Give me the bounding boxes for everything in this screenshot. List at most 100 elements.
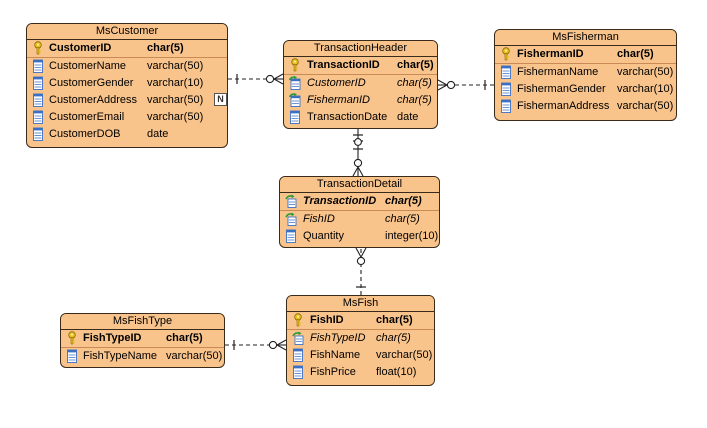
nullable-badge: N xyxy=(214,93,227,106)
column-name: CustomerName xyxy=(49,60,127,72)
column-name: FishID xyxy=(310,314,344,326)
foreign-key-column-icon xyxy=(288,92,301,107)
column-type: date xyxy=(397,111,419,123)
entity-title: TransactionHeader xyxy=(284,41,437,57)
entity-title: MsFishType xyxy=(61,314,224,330)
column-name: CustomerID xyxy=(307,77,366,89)
column-type: char(5) xyxy=(617,48,654,60)
relationship-transaction-header-transaction-detail-zero-circle-src xyxy=(354,138,362,146)
column-name: FishName xyxy=(310,349,361,361)
column-icon xyxy=(500,65,512,79)
relationship-ms-fisherman-transaction-header-crowfoot-upper xyxy=(437,79,448,86)
relationship-ms-fish-transaction-detail-crowfoot-left xyxy=(355,247,362,258)
relationship-ms-fish-type-ms-fish-crowfoot-lower xyxy=(276,344,287,351)
relationship-ms-customer-transaction-header-zero-circle xyxy=(265,74,275,84)
column-type: varchar(50) xyxy=(617,66,674,78)
column-row-fisherman-name[interactable]: FishermanName varchar(50) xyxy=(495,64,676,81)
column-row-fish-id[interactable]: FishID char(5) xyxy=(287,312,434,330)
entity-title: MsFisherman xyxy=(495,30,676,46)
column-type: date xyxy=(147,128,169,140)
column-type: char(5) xyxy=(147,42,184,54)
column-name: FishTypeID xyxy=(83,332,142,344)
column-icon xyxy=(32,59,44,73)
column-type: char(5) xyxy=(376,314,413,326)
column-type: varchar(50) xyxy=(166,350,223,362)
column-type: char(5) xyxy=(385,213,420,225)
foreign-key-icon xyxy=(285,212,297,226)
column-icon xyxy=(292,365,304,379)
column-type: char(5) xyxy=(397,59,434,71)
column-row-fish-type-name[interactable]: FishTypeName varchar(50) xyxy=(61,348,224,365)
entity-title: TransactionDetail xyxy=(280,177,439,193)
column-row-customer-email[interactable]: CustomerEmail varchar(50) xyxy=(27,109,227,126)
column-name: CustomerAddress xyxy=(49,94,138,106)
column-row-fish-type-id[interactable]: FishTypeID char(5) xyxy=(61,330,224,348)
column-icon xyxy=(285,229,297,243)
column-type: float(10) xyxy=(376,366,417,378)
column-type: char(5) xyxy=(166,332,203,344)
column-row-fisherman-id[interactable]: FishermanID char(5) xyxy=(284,92,437,109)
column-row-customer-name[interactable]: CustomerName varchar(50) xyxy=(27,58,227,75)
column-name: CustomerEmail xyxy=(49,111,125,123)
column-name: FishermanName xyxy=(517,66,599,78)
column-type: varchar(10) xyxy=(617,83,674,95)
column-type: varchar(50) xyxy=(147,60,204,72)
key-icon xyxy=(292,313,304,327)
column-row-fisherman-id[interactable]: FishermanID char(5) xyxy=(495,46,676,64)
column-name: CustomerGender xyxy=(49,77,134,89)
relationship-ms-fish-transaction-detail-crowfoot-right xyxy=(360,247,367,258)
relationship-ms-fisherman-transaction-header-crowfoot-lower xyxy=(437,84,448,91)
relationship-transaction-header-transaction-detail-zero-circle xyxy=(353,158,363,168)
column-icon xyxy=(500,99,512,113)
relationship-ms-fish-transaction-detail-zero-circle xyxy=(356,256,366,266)
entity-title: MsCustomer xyxy=(27,24,227,40)
column-name: FishermanID xyxy=(517,48,584,60)
column-name: TransactionDate xyxy=(307,111,388,123)
column-type: char(5) xyxy=(385,195,422,207)
column-row-transaction-date[interactable]: TransactionDate date xyxy=(284,109,437,126)
column-name: CustomerID xyxy=(49,42,112,54)
column-name: FishermanID xyxy=(307,94,370,106)
relationship-ms-customer-transaction-header-crowfoot-lower xyxy=(273,78,284,85)
key-icon xyxy=(32,41,44,55)
relationship-transaction-header-transaction-detail-crowfoot-right xyxy=(357,166,364,177)
column-type: varchar(50) xyxy=(147,111,204,123)
key-icon xyxy=(500,47,512,61)
column-name: FishTypeID xyxy=(310,332,366,344)
column-type: char(5) xyxy=(397,94,432,106)
key-icon xyxy=(289,58,301,72)
column-name: FishTypeName xyxy=(83,350,157,362)
column-icon xyxy=(32,93,44,107)
relationship-ms-fish-type-ms-fish-crowfoot-upper xyxy=(276,339,287,346)
column-name: Quantity xyxy=(303,230,344,242)
relationship-ms-fisherman-transaction-header-zero-circle xyxy=(446,80,456,90)
column-icon xyxy=(32,127,44,141)
column-icon xyxy=(500,82,512,96)
column-icon xyxy=(66,349,78,363)
column-icon xyxy=(32,76,44,90)
column-row-customer-id[interactable]: CustomerID char(5) xyxy=(27,40,227,58)
relationship-ms-customer-transaction-header-crowfoot-upper xyxy=(273,73,284,80)
column-icon xyxy=(32,110,44,124)
foreign-key-icon xyxy=(285,194,297,208)
foreign-key-icon xyxy=(292,331,304,345)
